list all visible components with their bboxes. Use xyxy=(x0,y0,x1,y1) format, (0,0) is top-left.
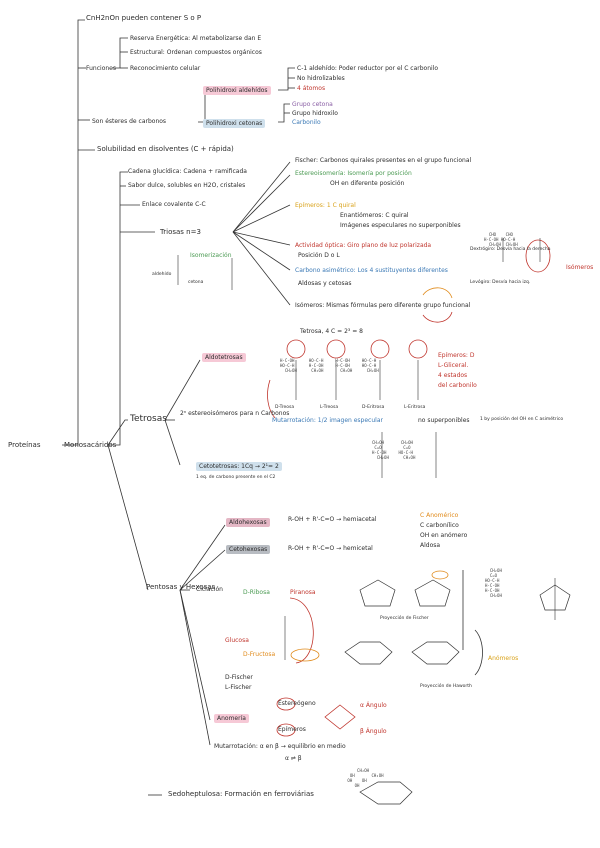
solubilidad: Solubilidad en disolventes (C + rápida) xyxy=(97,145,234,153)
fisher-1: Fischer: Carbonos quirales presentes en … xyxy=(295,157,471,164)
anomeros: Anómeros xyxy=(488,655,518,662)
beta: β Ángulo xyxy=(360,728,387,735)
isomer-side-3: 4 estados xyxy=(438,372,467,379)
triosa-cet: cetona xyxy=(188,280,203,286)
dextrogiro: Dextrógiro: Desvía hacia la derecha xyxy=(470,247,551,253)
optica: Actividad óptica: Giro plano de luz pola… xyxy=(295,242,431,249)
sedoheptulosa: Sedoheptulosa: Formación en ferroviárias xyxy=(168,790,314,798)
fructose-fischer: CH₂OH C=O HO-C-H H-C-OH H-C-OH CH₂OH xyxy=(485,568,502,598)
dext-structure: CHO CHO H-C-OH HO-C-H CH₂OH CH₂OH xyxy=(484,232,518,247)
polihidroxi-aldehidos: Polihidroxi aldehídos xyxy=(203,86,271,95)
funcion-2: Estructural: Ordenan compuestos orgánico… xyxy=(130,49,262,56)
aldotetrosas: Aldotetrosas xyxy=(202,353,246,362)
fisher-4: Epímeros: 1 C quiral xyxy=(295,202,356,209)
proj-haworth: Proyección de Haworth xyxy=(420,684,472,690)
funcion-1: Reserva Energética: Al metabolizarse dan… xyxy=(130,35,261,42)
cetotetrosas-note: 1 eq. de carbono presente en el C2 xyxy=(196,475,275,481)
cadena: Cadena glucídica: Cadena + ramificada xyxy=(128,168,247,175)
levogiro: Levógiro: Desvía hacia izq. xyxy=(470,280,530,286)
funcion-3: Reconocimiento celular xyxy=(130,65,200,72)
l-treosa: L-Treosa xyxy=(320,405,338,411)
polihidroxi-cetonas: Polihidroxi cetonas xyxy=(203,119,265,128)
fructosa: D-Fructosa xyxy=(243,651,275,658)
equilibrio: α ⇌ β xyxy=(285,755,302,762)
cetotetrosa-structures: CH₂OH CH₂OH C=O C=O H-C-OH HO-C-H CH₂OH … xyxy=(372,440,415,460)
isomer-side-1: Epímeros: D xyxy=(438,352,474,359)
fisher-5: Enantiómeros: C quiral xyxy=(340,212,409,219)
tetrosa-formula: Tetrosa, 4 C = 2³ = 8 xyxy=(300,328,363,335)
ester-label: Son ésteres de carbonos xyxy=(92,118,166,125)
d-eritrosa: D-Eritrosa xyxy=(362,405,384,411)
anomeria: Anomería xyxy=(214,714,249,723)
triosas: Triosas n=3 xyxy=(160,228,201,236)
mutarrotacion-final: Mutarrotación: α en β → equilibrio en me… xyxy=(214,743,346,750)
no-superponibles: no superponibles xyxy=(418,417,470,424)
side-note-3: OH en anómero xyxy=(420,532,467,539)
carbono-asim: Carbono asimétrico: Los 4 sustituyentes … xyxy=(295,267,448,274)
root-label: Proteínas xyxy=(8,441,40,449)
isomer-side-2: L-Gliceral. xyxy=(438,362,468,369)
ald-note-3: 4 átomos xyxy=(297,85,325,92)
aldohexosas: Aldohexosas xyxy=(226,518,270,527)
note-right: 1 by posición del OH en C asimétrico xyxy=(480,417,563,423)
fisher-2: Estereoisomería: Isomería por posición xyxy=(295,170,412,177)
ciclacion: Ciclación xyxy=(196,586,223,593)
fisher-6: Imágenes especulares no superponibles xyxy=(340,222,461,229)
cetohexosas: Cetohexosas xyxy=(226,545,270,554)
piranosa: Piranosa xyxy=(290,589,316,596)
side-note-1: C Anomérico xyxy=(420,512,458,519)
cet-note-3: Carbonilo xyxy=(292,119,321,126)
cet-note-1: Grupo cetona xyxy=(292,101,333,108)
isomer-side-4: del carbonilo xyxy=(438,382,477,389)
fischer-structures: H-C-OH HO-C-H H-C-OH HO-C-H HO-C-H H-C-O… xyxy=(280,358,379,373)
cet-note-2: Grupo hidroxilo xyxy=(292,110,338,117)
monosac-label: Monosacáridos xyxy=(64,441,116,449)
l-eritrosa: L-Eritrosa xyxy=(404,405,425,411)
fisher-3: OH en diferente posición xyxy=(330,180,404,187)
anom-note-2: Epímeros xyxy=(278,726,306,733)
anom-note-1: Estereógeno xyxy=(278,700,316,707)
triosa-ald: aldehído xyxy=(152,272,171,278)
ald-note-1: C-1 aldehído: Poder reductor por el C ca… xyxy=(297,65,438,72)
ribosa: D-Ribosa xyxy=(243,589,270,596)
proj-fischer: Proyección de Fischer xyxy=(380,616,429,622)
cetohexosa-eq: R-OH + R'-C=O → hemicetal xyxy=(288,545,373,552)
aldohexosa-eq: R-OH + R'-C=O → hemiacetal xyxy=(288,516,376,523)
d-treosa: D-Treosa xyxy=(275,405,294,411)
side-note-4: Aldosa xyxy=(420,542,440,549)
isomeros-iguales: Isómeros: Mismas fórmulas pero diferente… xyxy=(295,302,470,309)
sedoheptulosa-structure: CH₂OH OH CH₂OH OH OH OH xyxy=(345,768,384,788)
formula: CnH2nOn pueden contener S o P xyxy=(86,14,201,22)
funciones-label: Funciones xyxy=(86,65,116,72)
ald-keto: Aldosas y cetosas xyxy=(298,280,352,287)
isomeros-red: Isómeros xyxy=(566,264,593,271)
fischer-d: D-Fischer xyxy=(225,674,253,681)
cetotetrosas: Cetotetrosas: 1Cq → 2¹= 2 xyxy=(196,462,282,471)
mutarrotacion-half: Mutarrotación: 1/2 imagen especular xyxy=(272,417,383,424)
sabor: Sabor dulce, solubles en H2O, cristales xyxy=(128,182,245,189)
fischer-l: L-Fischer xyxy=(225,684,251,691)
glucosa: Glucosa xyxy=(225,637,249,644)
ald-note-2: No hidrolizables xyxy=(297,75,345,82)
side-note-2: C carbonílico xyxy=(420,522,459,529)
isomerizacion: Isomerización xyxy=(190,252,232,259)
enlace: Enlace covalente C-C xyxy=(142,201,206,208)
alfa: α Ángulo xyxy=(360,702,387,709)
posicion: Posición D o L xyxy=(298,252,340,259)
tetrosa-sub: 2ⁿ estereoisómeros para n Carbonos xyxy=(180,410,289,417)
tetrosas: Tetrosas xyxy=(130,414,167,424)
